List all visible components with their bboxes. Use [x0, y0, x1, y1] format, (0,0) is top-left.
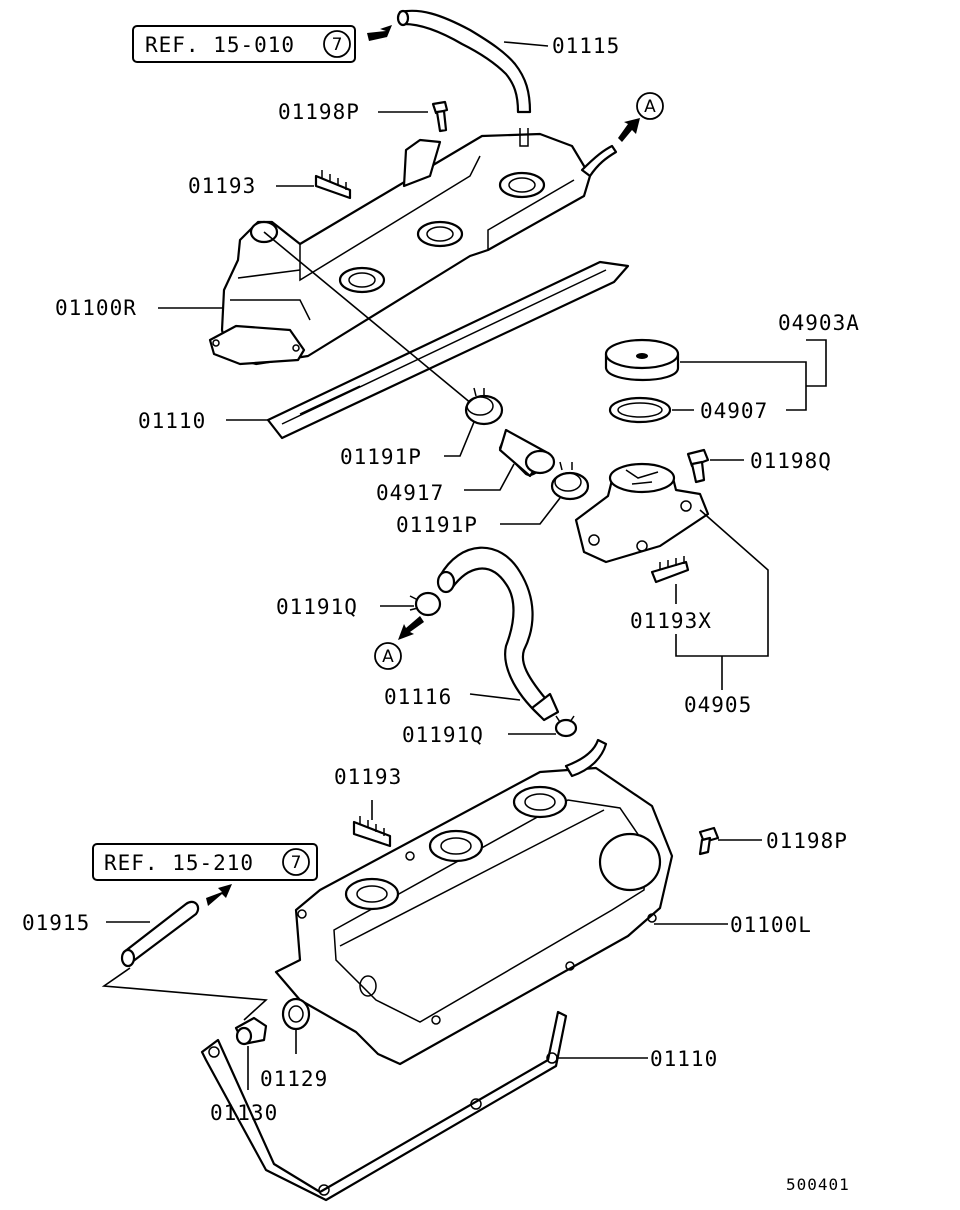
- ref-bottom-text: REF. 15-210: [104, 851, 254, 875]
- cap-gasket-04907: [608, 396, 672, 424]
- ref-box-bottom[interactable]: REF. 15-210 7: [92, 843, 318, 881]
- marker-a-mid[interactable]: A: [374, 642, 402, 670]
- label-01130[interactable]: 01130: [210, 1101, 278, 1125]
- ref-bottom-num: 7: [291, 853, 302, 873]
- oil-cap-04903A: [604, 338, 680, 382]
- clamp-01191P-1: [464, 387, 504, 426]
- label-01110-bottom[interactable]: 01110: [650, 1047, 718, 1071]
- label-04905[interactable]: 04905: [684, 693, 752, 717]
- ref-top-num: 7: [332, 35, 343, 55]
- arrow-a-top-icon: [618, 118, 640, 142]
- clamp-01191Q-2: [554, 715, 578, 738]
- label-01115[interactable]: 01115: [552, 34, 620, 58]
- breather-hose-01115: [396, 9, 532, 114]
- label-01191Q-2[interactable]: 01191Q: [402, 723, 484, 747]
- figure-id: 500401: [786, 1175, 850, 1194]
- label-01193-bottom[interactable]: 01193: [334, 765, 402, 789]
- svg-text:A: A: [382, 647, 394, 667]
- arrow-ref-top-icon: [367, 25, 392, 42]
- gasket-01110-top: [266, 260, 630, 440]
- valve-cover-01100R: [208, 128, 618, 366]
- hose-04917: [498, 428, 556, 478]
- label-01193X[interactable]: 01193X: [630, 609, 712, 633]
- bolt-01198Q: [686, 448, 710, 484]
- label-01198P-bottom[interactable]: 01198P: [766, 829, 848, 853]
- clip-01193-top: [314, 170, 352, 200]
- label-01198P-top[interactable]: 01198P: [278, 100, 360, 124]
- label-01110-top[interactable]: 01110: [138, 409, 206, 433]
- seal-01129: [281, 997, 311, 1031]
- gasket-01110-bottom: [200, 1010, 568, 1202]
- label-01116[interactable]: 01116: [384, 685, 452, 709]
- bolt-01198P-top: [431, 100, 449, 133]
- label-04917[interactable]: 04917: [376, 481, 444, 505]
- clip-01193-bottom: [352, 816, 392, 848]
- label-01100L[interactable]: 01100L: [730, 913, 812, 937]
- label-01915[interactable]: 01915: [22, 911, 90, 935]
- svg-text:A: A: [644, 97, 656, 117]
- filler-neck-04905: [574, 462, 710, 564]
- clamp-01191Q-1: [409, 591, 442, 617]
- label-01193-top[interactable]: 01193: [188, 174, 256, 198]
- clip-01193X: [650, 556, 690, 584]
- ref-top-text: REF. 15-010: [145, 33, 295, 57]
- label-01191P-1[interactable]: 01191P: [340, 445, 422, 469]
- label-04903A[interactable]: 04903A: [778, 311, 860, 335]
- hose-01116: [436, 546, 560, 722]
- ref-box-top[interactable]: REF. 15-010 7: [132, 25, 356, 63]
- label-04907[interactable]: 04907: [700, 399, 768, 423]
- bolt-01198P-bottom: [698, 826, 720, 856]
- pcv-valve-01130: [234, 1016, 268, 1046]
- label-01191P-2[interactable]: 01191P: [396, 513, 478, 537]
- hose-01915: [120, 900, 200, 968]
- arrow-a-mid-icon: [398, 616, 424, 640]
- marker-a-top[interactable]: A: [636, 92, 664, 120]
- label-01129[interactable]: 01129: [260, 1067, 328, 1091]
- arrow-ref-bottom-icon: [206, 884, 232, 906]
- label-01191Q-1[interactable]: 01191Q: [276, 595, 358, 619]
- clamp-01191P-2: [550, 461, 590, 501]
- valve-cover-01100L: [274, 738, 674, 1066]
- label-01198Q[interactable]: 01198Q: [750, 449, 832, 473]
- label-01100R[interactable]: 01100R: [55, 296, 137, 320]
